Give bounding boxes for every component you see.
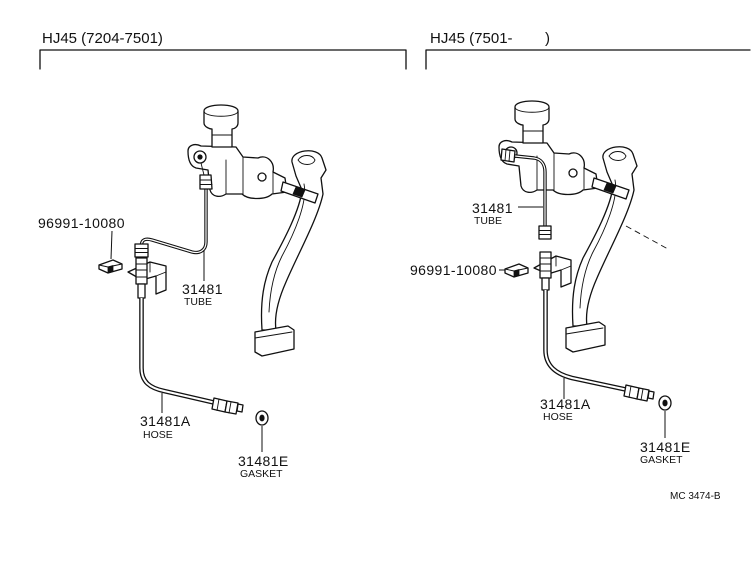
tube-bore	[140, 189, 207, 254]
hose-31481A-right	[539, 251, 655, 402]
cylinder-body-detail	[536, 152, 585, 191]
gasket-31481E-left	[255, 410, 269, 426]
tube-flare-nut-lower-flats	[538, 230, 552, 235]
bracket-edge	[555, 255, 572, 271]
label-hose-name-left: HOSE	[143, 429, 173, 441]
label-tube-name-left: TUBE	[184, 296, 212, 308]
label-tube-number-right: 31481	[472, 200, 513, 216]
tube-31481-right	[500, 148, 552, 240]
master-cylinder-right	[498, 100, 599, 196]
hose-union-flats	[135, 263, 148, 278]
master-cylinder-left	[187, 104, 288, 200]
reservoir-cap-edge	[514, 106, 550, 132]
cylinder-body	[187, 144, 288, 200]
tube-flare-nut-lower	[134, 243, 149, 258]
fluid-reservoir	[203, 104, 239, 148]
mounting-bolt	[257, 172, 267, 182]
tube-outline	[139, 189, 208, 255]
cylinder-pedal-right	[498, 100, 638, 353]
reservoir-cap-edge	[203, 110, 239, 136]
hose-bore	[544, 290, 629, 391]
hose-bore	[140, 298, 217, 404]
label-tube-number-left: 31481	[182, 281, 223, 297]
model-header-right-close: )	[545, 30, 550, 47]
label-gasket-name-right: GASKET	[640, 454, 683, 466]
hose-ferrule-upper	[137, 283, 146, 299]
pedal-pad	[565, 321, 606, 353]
clip-edge	[98, 263, 123, 268]
hose-end-tip	[236, 403, 244, 413]
leader-clip-left	[110, 230, 113, 260]
hose-union	[135, 257, 148, 285]
reference-dashed-line	[625, 225, 669, 250]
gasket-31481E-right	[658, 395, 672, 411]
pushrod-clevis	[603, 182, 617, 194]
outlet-stub	[200, 162, 205, 176]
pedal-arm-edge	[268, 155, 316, 313]
pushrod-right	[591, 177, 630, 200]
pedal-pad	[254, 325, 295, 357]
pushrod-left	[280, 181, 319, 204]
label-gasket-name-left: GASKET	[240, 468, 283, 480]
hose-end-flats	[628, 385, 644, 401]
pedal-pad-edge	[565, 327, 604, 335]
hose-union	[539, 251, 552, 279]
pushrod-clevis	[292, 186, 306, 198]
hose-31481A-left	[135, 257, 244, 415]
tube-flare-nut-upper	[199, 174, 213, 190]
gasket-hole	[259, 414, 265, 422]
clip-edge	[504, 267, 529, 272]
tube-31481-left	[134, 162, 213, 258]
gasket-hole	[662, 399, 668, 407]
hose-end-nut	[224, 400, 239, 415]
tube-flare-nut-front	[500, 148, 516, 163]
label-hose-number-left: 31481A	[140, 413, 191, 429]
tube-flare-nut-lower	[538, 225, 552, 240]
label-tube-name-right: TUBE	[474, 215, 502, 227]
model-header-right: HJ45 (7501-	[430, 30, 513, 47]
range-bracket-right	[425, 49, 751, 70]
pedal-pad-edge	[254, 331, 293, 339]
outlet-port	[197, 154, 203, 160]
clip-96991-10080-right	[504, 263, 529, 278]
label-hose-number-right: 31481A	[540, 396, 591, 412]
bracket-edge	[149, 261, 167, 277]
label-gasket-number-right: 31481E	[640, 439, 691, 455]
mounting-bolt	[568, 168, 578, 178]
cylinder-body	[498, 140, 599, 196]
label-clip-number-right: 96991-10080	[410, 262, 497, 278]
hose-union-flats	[539, 257, 552, 272]
range-bracket-left	[39, 49, 407, 70]
label-clip-number-left: 96991-10080	[38, 215, 125, 231]
drawing-reference-code: MC 3474-B	[670, 491, 721, 502]
tube-bore	[514, 155, 546, 226]
view-right: HJ45 (7501- )	[410, 30, 751, 466]
hose-end-nut	[636, 387, 650, 402]
cylinder-body-detail	[225, 156, 274, 195]
tube-flare-nut-upper-flats	[199, 179, 213, 185]
hose-end-tip	[647, 390, 655, 400]
hose-ferrule-upper	[541, 277, 550, 291]
fluid-reservoir	[514, 100, 550, 144]
model-header-left: HJ45 (7204-7501)	[42, 30, 163, 47]
clip-96991-10080-left	[98, 259, 123, 274]
tube-flare-nut-front-flats	[504, 149, 511, 162]
label-hose-name-right: HOSE	[543, 411, 573, 423]
view-left: HJ45 (7204-7501)	[38, 30, 407, 480]
hose-end-flats	[216, 398, 232, 414]
tube-flare-nut-lower-flats	[134, 248, 149, 253]
label-gasket-number-left: 31481E	[238, 453, 289, 469]
pedal-arm-edge	[579, 151, 627, 309]
